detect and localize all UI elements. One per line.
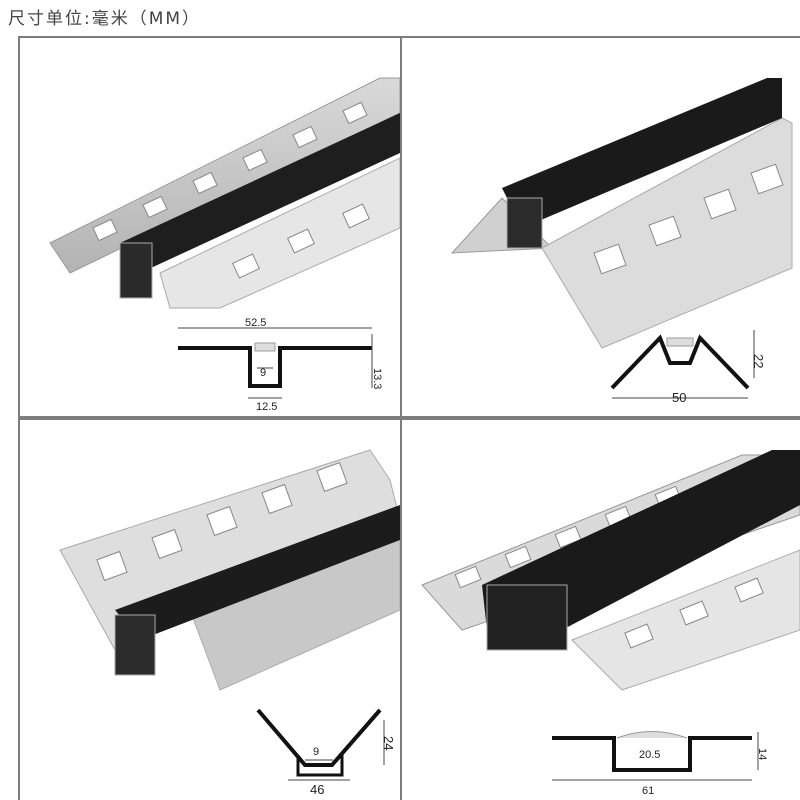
dim-width: 50 <box>672 390 686 405</box>
cross-section-outer-corner: 50 22 <box>610 330 766 405</box>
flat-profile-illustration: 52.5 9 12.5 13.3 <box>49 77 400 413</box>
cross-section-inner-corner: 9 46 24 <box>256 708 396 797</box>
cross-section-wide-flat: 20.5 61 14 <box>552 731 768 797</box>
dim-width: 52.5 <box>245 317 266 329</box>
dim-inner: 9 <box>313 746 319 758</box>
dim-bottom: 12.5 <box>256 401 277 413</box>
dim-height: 14 <box>756 748 768 760</box>
unit-title: 尺寸单位:毫米（MM） <box>8 9 202 29</box>
panel-outer-corner-profile: 50 22 <box>402 38 800 416</box>
cross-section-flat: 52.5 9 12.5 13.3 <box>178 317 383 413</box>
outer-corner-illustration: 50 22 <box>450 78 793 405</box>
dim-width: 61 <box>642 785 654 797</box>
dim-height: 24 <box>381 736 396 750</box>
panel-flat-profile: 52.5 9 12.5 13.3 <box>20 38 400 416</box>
dim-width: 46 <box>310 782 324 797</box>
header-bar: 尺寸单位:毫米（MM） <box>0 0 800 32</box>
inner-corner-illustration: 9 46 24 <box>59 449 400 797</box>
dim-height: 22 <box>751 354 766 368</box>
wide-flat-illustration: 20.5 61 14 <box>421 450 800 797</box>
dim-inner: 9 <box>260 367 266 379</box>
dim-inner: 20.5 <box>639 749 660 761</box>
panel-wide-flat-profile: 20.5 61 14 <box>402 420 800 800</box>
dim-height: 13.3 <box>371 368 383 389</box>
panel-inner-corner-profile: 9 46 24 <box>20 420 400 800</box>
